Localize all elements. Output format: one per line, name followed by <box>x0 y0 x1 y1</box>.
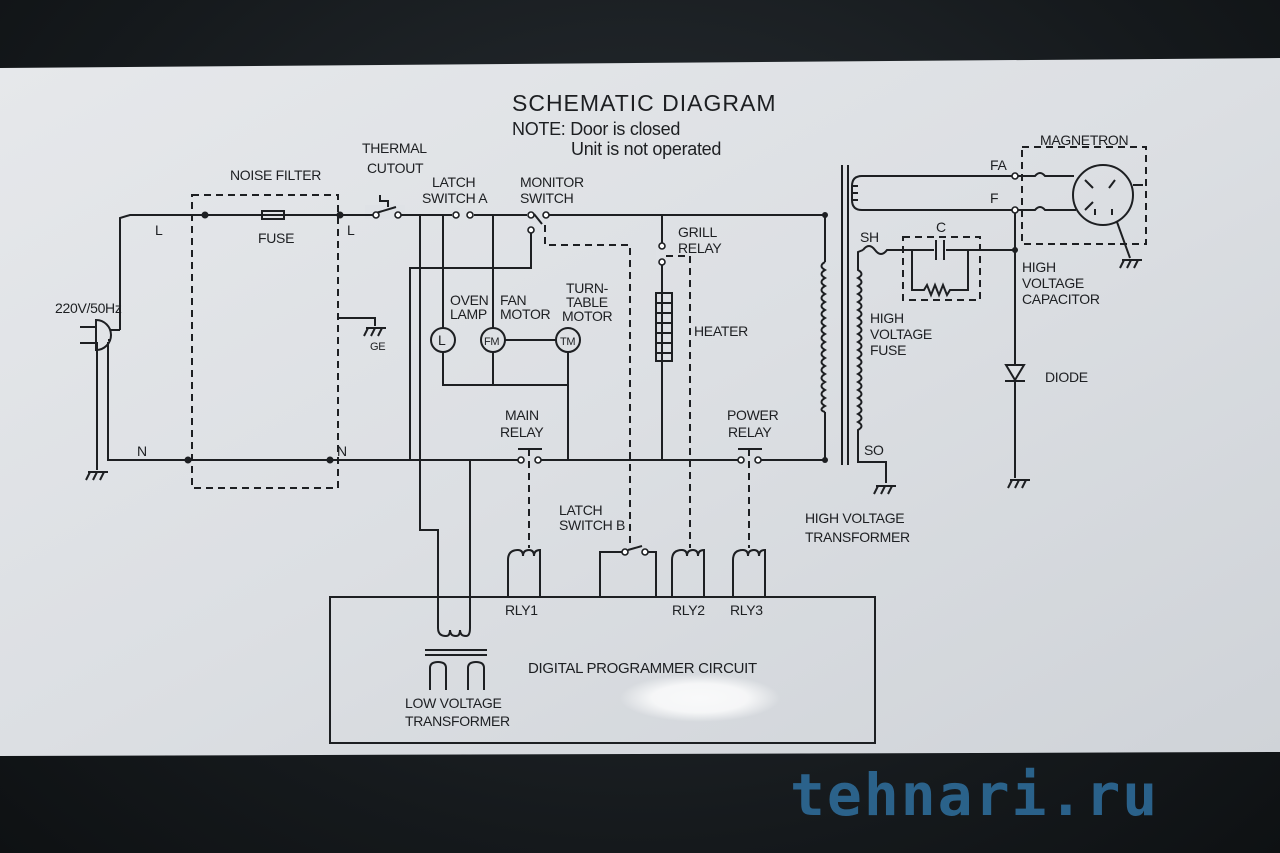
latch-a-label-1: LATCH <box>432 174 475 190</box>
ge-label: GE <box>370 341 385 353</box>
turntable-label-2: TABLE <box>566 294 608 310</box>
fan-motor-icon: FM <box>480 327 506 353</box>
rly3-label: RLY3 <box>730 602 763 618</box>
magnetron-label: MAGNETRON <box>1040 132 1128 148</box>
latch-b-label-2: SWITCH B <box>559 517 625 533</box>
diode-label: DIODE <box>1045 369 1088 385</box>
line-label-in: L <box>155 222 163 238</box>
oven-lamp-label-2: LAMP <box>450 306 487 322</box>
ground-icon <box>85 471 108 481</box>
lvt-label-1: LOW VOLTAGE <box>405 695 502 711</box>
rly2-label: RLY2 <box>672 602 705 618</box>
glare-reflection <box>620 674 780 722</box>
rly3-coil-icon <box>732 548 766 597</box>
hv-fuse-label-2: VOLTAGE <box>870 326 932 342</box>
thermal-cutout-icon <box>365 195 405 219</box>
latch-switch-a-icon <box>452 208 474 220</box>
rly1-coil-icon <box>507 548 541 597</box>
oven-lamp-label-1: OVEN <box>450 292 488 308</box>
grill-relay-link <box>666 255 691 548</box>
capacitor-icon <box>934 240 946 260</box>
rly2-coil-icon <box>671 548 705 597</box>
line-label-out: L <box>347 222 355 238</box>
mains-wiring <box>96 214 825 470</box>
magnetron-tube-icon <box>1018 164 1143 259</box>
supply-label: 220V/50Hz <box>55 300 122 316</box>
hvt-label-1: HIGH VOLTAGE <box>805 510 904 526</box>
power-relay-label-2: RELAY <box>728 424 772 440</box>
paper-sheet <box>0 58 1280 756</box>
grill-relay-label-1: GRILL <box>678 224 717 240</box>
monitor-switch-label-2: SWITCH <box>520 190 573 206</box>
diode-icon <box>1004 364 1026 382</box>
main-relay-label-1: MAIN <box>505 407 539 423</box>
turntable-label-1: TURN- <box>566 280 609 296</box>
rly1-label: RLY1 <box>505 602 538 618</box>
neutral-label-in: N <box>137 443 147 459</box>
hv-primary-coil-icon <box>820 215 828 460</box>
heater-label: HEATER <box>694 323 748 339</box>
capacitor-c-label: C <box>936 219 946 235</box>
low-voltage-transformer-icon <box>425 627 487 690</box>
ground-icon <box>1119 259 1142 269</box>
transformer-core <box>841 165 849 465</box>
hvt-label-2: TRANSFORMER <box>805 529 910 545</box>
turntable-motor-symbol: TM <box>560 336 575 348</box>
fa-label: FA <box>990 157 1007 173</box>
hv-secondary-coil-icon <box>855 249 887 483</box>
magnetron-box <box>1021 146 1147 245</box>
diagram-title: SCHEMATIC DIAGRAM <box>512 90 776 116</box>
filament-winding-icon <box>851 175 1015 211</box>
digital-programmer-box <box>329 596 876 744</box>
watermark-logo: tehnari.ru <box>790 761 1159 829</box>
bleeder-resistor-icon <box>911 250 969 298</box>
fan-motor-symbol: FM <box>484 336 499 348</box>
latch-a-label-2: SWITCH A <box>422 190 488 206</box>
digital-circuit-label: DIGITAL PROGRAMMER CIRCUIT <box>528 660 757 677</box>
ground-icon <box>873 485 896 495</box>
turntable-motor-icon: TM <box>555 327 581 353</box>
hv-fuse-label-3: FUSE <box>870 342 906 358</box>
ground-icon <box>363 327 386 337</box>
turntable-label-3: MOTOR <box>562 308 613 324</box>
monitor-switch-label-1: MONITOR <box>520 174 584 190</box>
hv-capacitor-box <box>902 236 981 301</box>
grill-relay-icon <box>656 240 668 268</box>
sh-label: SH <box>860 229 879 245</box>
hv-capacitor-label-3: CAPACITOR <box>1022 291 1100 307</box>
f-label: F <box>990 190 998 206</box>
lvt-label-2: TRANSFORMER <box>405 713 510 729</box>
fuse-icon <box>261 210 285 220</box>
heater-icon <box>655 292 673 362</box>
so-label: SO <box>864 442 884 458</box>
noise-filter-box <box>191 194 339 489</box>
latch-b-link <box>544 225 631 545</box>
grill-relay-label-2: RELAY <box>678 240 722 256</box>
hv-fuse-icon <box>862 245 1015 255</box>
oven-lamp-symbol: L <box>438 332 446 348</box>
thermal-cutout-label-1: THERMAL <box>362 140 427 156</box>
hv-capacitor-label-2: VOLTAGE <box>1022 275 1084 291</box>
fuse-label: FUSE <box>258 230 294 246</box>
plug-icon <box>80 318 120 352</box>
noise-filter-label: NOISE FILTER <box>230 167 321 183</box>
latch-b-label-1: LATCH <box>559 502 602 518</box>
note-line-1: NOTE: Door is closed <box>512 119 680 139</box>
power-relay-label-1: POWER <box>727 407 779 423</box>
oven-lamp-icon: L <box>430 327 456 353</box>
hv-capacitor-label-1: HIGH <box>1022 259 1056 275</box>
fan-motor-label-2: MOTOR <box>500 306 551 322</box>
main-relay-label-2: RELAY <box>500 424 544 440</box>
latch-switch-b-icon <box>599 545 657 597</box>
fan-motor-label-1: FAN <box>500 292 526 308</box>
hv-fuse-label-1: HIGH <box>870 310 904 326</box>
neutral-label-out: N <box>337 443 347 459</box>
thermal-cutout-label-2: CUTOUT <box>367 160 424 176</box>
monitor-switch-icon <box>527 208 550 234</box>
ground-icon <box>1007 479 1030 489</box>
note-line-2: Unit is not operated <box>571 139 721 159</box>
